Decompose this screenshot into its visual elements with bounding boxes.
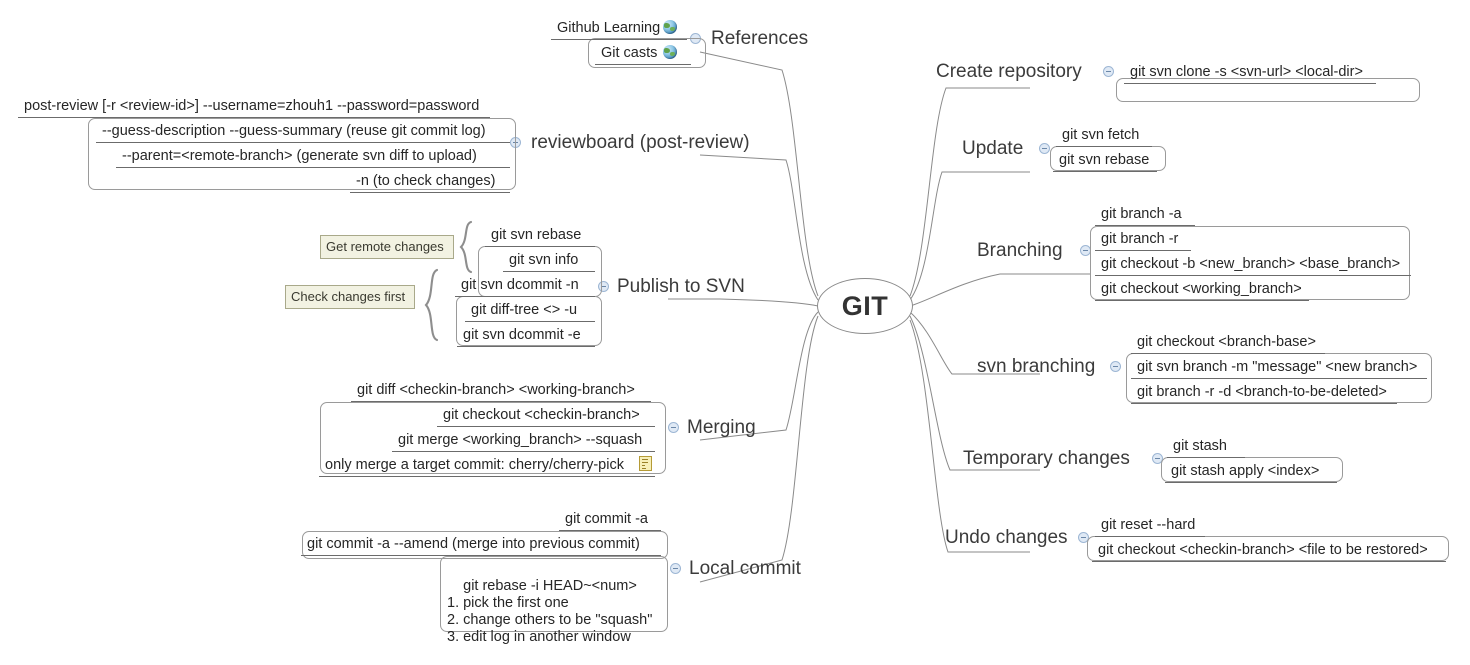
list-item-reviewboard-2[interactable]: --parent=<remote-branch> (generate svn d… <box>116 145 510 168</box>
collapse-minus-icon-create-repository[interactable] <box>1103 66 1114 77</box>
list-item-label: git svn dcommit -n <box>461 277 579 293</box>
list-item-label: git merge <working_branch> --squash <box>398 432 643 448</box>
list-item-label: git svn fetch <box>1062 127 1140 143</box>
list-item-label: git svn branch -m "message" <new branch> <box>1137 359 1418 375</box>
list-item-label: only merge a target commit: cherry/cherr… <box>325 457 624 473</box>
list-item-label: git svn dcommit -e <box>463 327 581 343</box>
list-item-label: Git casts <box>601 45 658 61</box>
topic-branching[interactable]: Branching <box>977 240 1063 261</box>
list-item-publish-2[interactable]: git svn dcommit -n <box>455 274 595 297</box>
collapse-minus-icon-svn-branching[interactable] <box>1110 361 1121 372</box>
list-item-reviewboard-0[interactable]: post-review [-r <review-id>] --username=… <box>18 95 490 118</box>
collapse-minus-icon-reviewboard[interactable] <box>510 137 521 148</box>
collapse-minus-icon-publish-to-svn[interactable] <box>598 281 609 292</box>
list-item-label: git checkout <working_branch> <box>1101 281 1302 297</box>
list-item-label: git svn rebase <box>1059 152 1150 168</box>
collapse-minus-icon-references[interactable] <box>690 33 701 44</box>
topic-temporary-changes[interactable]: Temporary changes <box>963 448 1130 469</box>
topic-publish-to-svn[interactable]: Publish to SVN <box>617 276 745 297</box>
list-item-label: post-review [-r <review-id>] --username=… <box>24 98 480 114</box>
topic-create-repository[interactable]: Create repository <box>936 61 1082 82</box>
list-item-publish-4[interactable]: git svn dcommit -e <box>457 324 595 347</box>
list-item-reviewboard-3[interactable]: -n (to check changes) <box>350 170 510 193</box>
topic-local-commit[interactable]: Local commit <box>689 558 801 579</box>
central-node-label: GIT <box>841 290 889 321</box>
collapse-minus-icon-branching[interactable] <box>1080 245 1091 256</box>
list-item-label: git svn info <box>509 252 579 268</box>
list-item-label: --guess-description --guess-summary (reu… <box>102 123 486 139</box>
list-item-publish-1[interactable]: git svn info <box>503 249 595 272</box>
list-item-label: git stash apply <index> <box>1171 463 1320 479</box>
list-item-svn-branching-0[interactable]: git checkout <branch-base> <box>1131 331 1325 354</box>
list-item-merging-3[interactable]: only merge a target commit: cherry/cherr… <box>319 454 655 477</box>
list-item-branching-2[interactable]: git checkout -b <new_branch> <base_branc… <box>1095 253 1411 276</box>
central-node[interactable]: GIT <box>817 278 913 334</box>
callout-label: Check changes first <box>291 289 406 304</box>
list-item-label: git diff <checkin-branch> <working-branc… <box>357 382 635 398</box>
list-item-publish-0[interactable]: git svn rebase <box>485 224 595 247</box>
collapse-minus-icon-update[interactable] <box>1039 143 1050 154</box>
callout-check-changes-first[interactable]: Check changes first <box>285 285 415 309</box>
collapse-minus-icon-local-commit[interactable] <box>670 563 681 574</box>
list-item-merging-1[interactable]: git checkout <checkin-branch> <box>437 404 655 427</box>
list-item-local-commit-2[interactable]: git rebase -i HEAD~<num> 1. pick the fir… <box>441 559 665 665</box>
list-item-update-0[interactable]: git svn fetch <box>1056 124 1152 147</box>
list-item-label: git branch -r <box>1101 231 1179 247</box>
list-item-svn-branching-2[interactable]: git branch -r -d <branch-to-be-deleted> <box>1131 381 1397 404</box>
list-item-branching-3[interactable]: git checkout <working_branch> <box>1095 278 1309 301</box>
list-item-label: git commit -a --amend (merge into previo… <box>307 536 640 552</box>
list-item-create-repository-0[interactable]: git svn clone -s <svn-url> <local-dir> <box>1124 61 1376 84</box>
collapse-minus-icon-temporary-changes[interactable] <box>1152 453 1163 464</box>
list-item-references-0[interactable]: Github Learning <box>551 17 687 40</box>
list-item-merging-2[interactable]: git merge <working_branch> --squash <box>392 429 655 452</box>
note-icon <box>639 456 652 471</box>
list-item-label: git diff-tree <> -u <box>471 302 578 318</box>
collapse-minus-icon-merging[interactable] <box>668 422 679 433</box>
list-item-label: git checkout <checkin-branch> <file to b… <box>1098 542 1428 558</box>
list-item-branching-0[interactable]: git branch -a <box>1095 203 1195 226</box>
list-item-references-1[interactable]: Git casts <box>595 42 691 65</box>
list-item-label: git svn clone -s <svn-url> <local-dir> <box>1130 64 1363 80</box>
list-item-label: git branch -r -d <branch-to-be-deleted> <box>1137 384 1387 400</box>
list-item-label: git reset --hard <box>1101 517 1196 533</box>
list-item-label: git checkout <branch-base> <box>1137 334 1316 350</box>
topic-svn-branching[interactable]: svn branching <box>977 356 1096 377</box>
list-item-label: git stash <box>1173 438 1227 454</box>
list-item-label: git branch -a <box>1101 206 1182 222</box>
list-item-svn-branching-1[interactable]: git svn branch -m "message" <new branch> <box>1131 356 1427 379</box>
list-item-label: git checkout -b <new_branch> <base_branc… <box>1101 256 1401 272</box>
list-item-reviewboard-1[interactable]: --guess-description --guess-summary (reu… <box>96 120 510 143</box>
list-item-undo-changes-0[interactable]: git reset --hard <box>1095 514 1205 537</box>
list-item-label: --parent=<remote-branch> (generate svn d… <box>122 148 477 164</box>
mindmap-canvas: GIT References Github Learning Git casts… <box>18 17 1449 645</box>
topic-undo-changes[interactable]: Undo changes <box>945 527 1068 548</box>
list-item-label: -n (to check changes) <box>356 173 496 189</box>
list-item-local-commit-1[interactable]: git commit -a --amend (merge into previo… <box>301 533 661 556</box>
globe-icon <box>663 45 677 59</box>
topic-reviewboard[interactable]: reviewboard (post-review) <box>531 132 750 153</box>
list-item-local-commit-0[interactable]: git commit -a <box>559 508 661 531</box>
list-item-temporary-changes-0[interactable]: git stash <box>1167 435 1245 458</box>
list-item-undo-changes-1[interactable]: git checkout <checkin-branch> <file to b… <box>1092 539 1446 562</box>
topic-merging[interactable]: Merging <box>687 417 756 438</box>
list-item-branching-1[interactable]: git branch -r <box>1095 228 1191 251</box>
callout-get-remote-changes[interactable]: Get remote changes <box>320 235 454 259</box>
list-item-label: git svn rebase <box>491 227 582 243</box>
list-item-publish-3[interactable]: git diff-tree <> -u <box>465 299 595 322</box>
callout-label: Get remote changes <box>326 239 444 254</box>
list-item-temporary-changes-1[interactable]: git stash apply <index> <box>1165 460 1337 483</box>
list-item-label: Github Learning <box>557 20 661 36</box>
list-item-label: git checkout <checkin-branch> <box>443 407 640 423</box>
list-item-update-1[interactable]: git svn rebase <box>1053 149 1157 172</box>
topic-update[interactable]: Update <box>962 138 1024 159</box>
list-item-label: git commit -a <box>565 511 648 527</box>
collapse-minus-icon-undo-changes[interactable] <box>1078 532 1089 543</box>
topic-references[interactable]: References <box>711 28 809 49</box>
list-item-label: git rebase -i HEAD~<num> 1. pick the fir… <box>447 578 653 645</box>
globe-icon <box>663 20 677 34</box>
list-item-merging-0[interactable]: git diff <checkin-branch> <working-branc… <box>351 379 651 402</box>
